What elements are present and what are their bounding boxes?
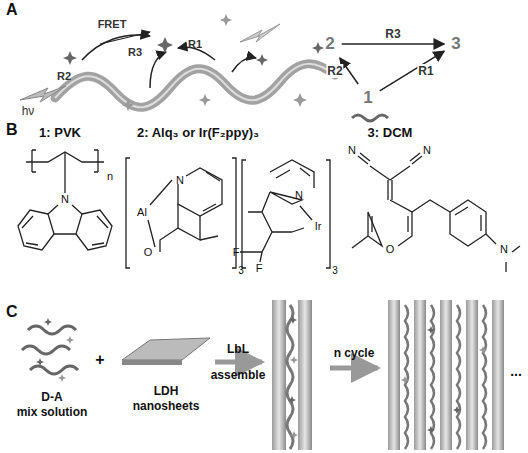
panel-letter: B xyxy=(6,121,18,139)
dye-star xyxy=(290,431,298,439)
text-label: FRET xyxy=(98,18,127,30)
text-label: nanosheets xyxy=(133,400,200,413)
dye-star xyxy=(289,316,297,324)
rate-label: R2 xyxy=(326,64,343,78)
dye-star xyxy=(220,14,232,26)
dye-star xyxy=(157,37,173,53)
text-label: O xyxy=(144,246,153,258)
dye-star xyxy=(312,42,324,54)
text-label: mix solution xyxy=(17,406,88,419)
state-number: 1 xyxy=(359,87,376,109)
text-label: F xyxy=(256,262,263,274)
panel-letter: + xyxy=(95,351,104,369)
dye-star xyxy=(288,396,296,404)
panel-letter: C xyxy=(6,303,18,321)
text-label: assemble xyxy=(211,369,266,382)
ldh-rod xyxy=(414,300,426,450)
rate-label: R1 xyxy=(417,64,434,78)
text-label: N xyxy=(348,144,356,156)
dye-star xyxy=(199,94,211,106)
polymer-strand xyxy=(483,305,486,449)
dye-star xyxy=(293,93,307,107)
text-label: D-A xyxy=(41,391,62,404)
text-label: F xyxy=(233,246,240,258)
text-label: N xyxy=(295,189,303,201)
node-text: 3 xyxy=(451,34,460,54)
dye-star xyxy=(63,51,77,65)
text-label: N xyxy=(61,193,69,205)
text-label: ... xyxy=(510,364,522,379)
dye-star xyxy=(427,326,435,334)
text-label: R2 xyxy=(57,70,71,82)
dye-star xyxy=(427,426,435,434)
text-label: O xyxy=(386,243,395,255)
dye-star xyxy=(44,318,52,326)
text-label: 3: DCM xyxy=(368,126,413,140)
text-label: N xyxy=(423,144,431,156)
ldh-rod xyxy=(466,300,478,450)
dye-star xyxy=(36,358,44,366)
text-label: N xyxy=(500,243,508,255)
text-label: LbL xyxy=(227,343,249,356)
text-label: Al xyxy=(137,206,147,218)
text-label: n cycle xyxy=(334,347,375,360)
text-label: LDH xyxy=(154,385,179,398)
dye-star xyxy=(453,406,461,414)
dye-star xyxy=(58,374,66,382)
polymer-strand xyxy=(457,305,460,449)
ldh-rod xyxy=(388,300,400,450)
text-label: 2: Alq₃ or Ir(F₂ppy)₃ xyxy=(137,126,259,140)
transfer-arrow xyxy=(342,43,445,45)
dye-star xyxy=(479,346,487,354)
ldh-rod xyxy=(492,300,504,450)
dye-star xyxy=(122,99,134,111)
ldh-rod xyxy=(440,300,452,450)
text-label: R3 xyxy=(128,46,142,58)
text-label: hν xyxy=(22,105,35,118)
text-label: 3 xyxy=(332,265,338,276)
state-number: 2 xyxy=(321,33,338,55)
dye-star xyxy=(290,356,298,364)
text-label: n xyxy=(107,170,113,182)
text-label: R1 xyxy=(188,38,202,50)
node-text: 2 xyxy=(325,34,334,54)
dye-star xyxy=(401,376,409,384)
text-label: 1: PVK xyxy=(39,126,81,140)
text-label: N xyxy=(176,174,184,186)
rate-label: R3 xyxy=(384,27,401,41)
state-number: 3 xyxy=(447,33,464,55)
transfer-arrow xyxy=(380,51,445,91)
dye-star xyxy=(66,336,74,344)
dye-star xyxy=(256,54,268,66)
panel-letter: A xyxy=(6,1,18,19)
text-label: Ir xyxy=(315,220,322,232)
polymer-strand xyxy=(405,305,408,449)
text-label: 3 xyxy=(238,265,244,276)
node-text: 1 xyxy=(363,88,372,108)
